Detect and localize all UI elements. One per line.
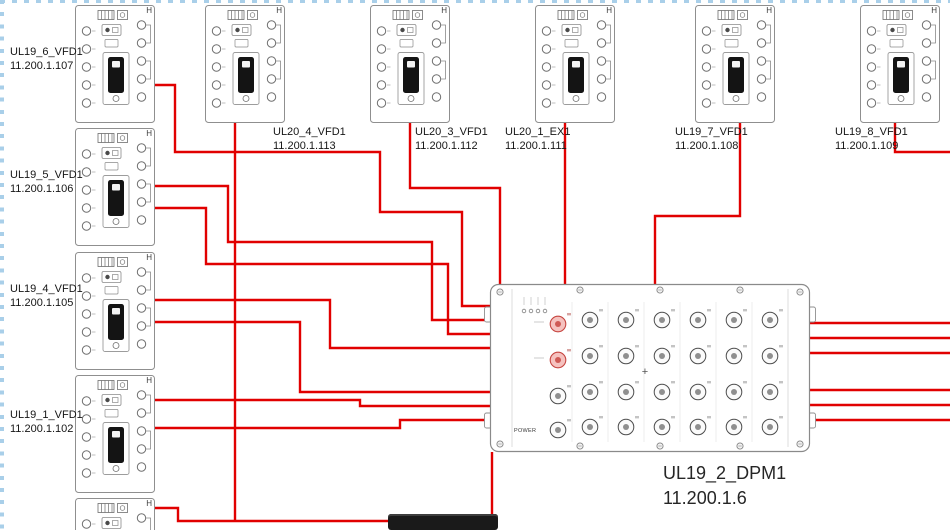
cable-ul19-4-a[interactable] xyxy=(155,298,490,350)
cable-ul19-1-b[interactable] xyxy=(155,418,490,430)
device-ul20-1-ex1[interactable]: H xyxy=(535,5,615,123)
device-header-letter: H xyxy=(606,6,612,15)
device-name: UL19_7_VFD1 xyxy=(675,126,748,138)
cable-ul19-1-a[interactable] xyxy=(155,398,490,408)
vfd-glyph xyxy=(860,5,940,123)
device-header-letter: H xyxy=(146,129,152,138)
device-ul19-5-vfd1[interactable]: H xyxy=(75,128,155,246)
device-label-ul19-4-vfd1: UL19_4_VFD1 11.200.1.105 xyxy=(10,283,83,310)
vfd-glyph xyxy=(75,375,155,493)
dpm-led-row xyxy=(521,297,548,314)
device-ip: 11.200.1.109 xyxy=(835,139,899,152)
device-header-letter: H xyxy=(766,6,772,15)
device-label-ul19-6-vfd1: UL19_6_VFD1 11.200.1.107 xyxy=(10,46,83,73)
dpm-name: UL19_2_DPM1 xyxy=(663,463,787,483)
device-name: UL19_5_VFD1 xyxy=(10,169,83,181)
device-ip: 11.200.1.107 xyxy=(10,59,74,72)
cable-ul19-4-b[interactable] xyxy=(155,320,490,394)
cable-ul19-7-to-dpm[interactable] xyxy=(653,122,742,284)
dpm-glyph: POWER xyxy=(484,283,816,453)
device-header-letter: H xyxy=(146,499,152,508)
vfd-glyph xyxy=(75,5,155,123)
device-ip: 11.200.1.105 xyxy=(10,296,74,309)
dpm-center-mark: + xyxy=(642,366,648,378)
device-ul19-7-vfd1[interactable]: H xyxy=(695,5,775,123)
device-ul19-6-vfd1[interactable]: H xyxy=(75,5,155,123)
device-name: UL20_1_EX1 xyxy=(505,126,571,138)
device-label-ul20-3-vfd1: UL20_3_VFD1 11.200.1.112 xyxy=(415,126,488,153)
device-ip: 11.200.1.111 xyxy=(505,139,567,152)
device-label-ul20-4-vfd1: UL20_4_VFD1 11.200.1.113 xyxy=(273,126,346,153)
device-label-ul19-1-vfd1: UL19_1_VFD1 11.200.1.102 xyxy=(10,409,83,436)
vfd-glyph xyxy=(205,5,285,123)
device-ul20-3-vfd1[interactable]: H xyxy=(370,5,450,123)
device-ul19-2-dpm1[interactable]: POWER xyxy=(484,280,816,456)
device-ip: 11.200.1.113 xyxy=(273,139,336,152)
device-header-letter: H xyxy=(146,6,152,15)
cable-ul20-3-to-dpm[interactable] xyxy=(408,122,502,284)
device-label-ul19-2-dpm1: UL19_2_DPM1 11.200.1.6 xyxy=(663,461,786,511)
device-ip: 11.200.1.106 xyxy=(10,182,74,195)
device-name: UL20_4_VFD1 xyxy=(273,126,346,138)
device-header-letter: H xyxy=(441,6,447,15)
vfd-glyph xyxy=(535,5,615,123)
cable-ul19-8-right[interactable] xyxy=(893,122,950,154)
cable-bottom-harness[interactable] xyxy=(155,506,388,523)
device-ul19-1-vfd1[interactable]: H xyxy=(75,375,155,493)
device-ip: 11.200.1.112 xyxy=(415,139,478,152)
device-header-letter: H xyxy=(931,6,937,15)
device-label-ul19-7-vfd1: UL19_7_VFD1 11.200.1.108 xyxy=(675,126,748,153)
device-label-ul19-8-vfd1: UL19_8_VFD1 11.200.1.109 xyxy=(835,126,908,153)
device-ul20-4-vfd1[interactable]: H xyxy=(205,5,285,123)
device-name: UL20_3_VFD1 xyxy=(415,126,488,138)
dpm-power-label: POWER xyxy=(514,428,536,434)
vfd-glyph xyxy=(695,5,775,123)
cable-ul19-6-to-dpm[interactable] xyxy=(155,83,490,308)
device-name: UL19_8_VFD1 xyxy=(835,126,908,138)
device-ip: 11.200.1.108 xyxy=(675,139,739,152)
vfd-glyph xyxy=(75,252,155,370)
device-header-letter: H xyxy=(146,376,152,385)
grid-ruler-top xyxy=(0,0,950,3)
device-name: UL19_1_VFD1 xyxy=(10,409,83,421)
device-name: UL19_6_VFD1 xyxy=(10,46,83,58)
device-ul19-4-vfd1[interactable]: H xyxy=(75,252,155,370)
device-header-letter: H xyxy=(276,6,282,15)
dpm-ip: 11.200.1.6 xyxy=(663,488,747,508)
device-ul19-8-vfd1[interactable]: H xyxy=(860,5,940,123)
vfd-glyph xyxy=(75,128,155,246)
partial-device-bottom-center[interactable] xyxy=(388,514,498,530)
grid-ruler-left xyxy=(0,0,4,530)
cable-ul19-5-a[interactable] xyxy=(155,184,490,322)
vfd-glyph xyxy=(370,5,450,123)
device-label-ul19-5-vfd1: UL19_5_VFD1 11.200.1.106 xyxy=(10,169,83,196)
dpm-left-ports xyxy=(534,312,572,439)
device-ip: 11.200.1.102 xyxy=(10,422,74,435)
vfd-glyph xyxy=(75,498,155,530)
device-header-letter: H xyxy=(146,253,152,262)
cable-ul19-5-b[interactable] xyxy=(155,206,490,336)
device-label-ul20-1-ex1: UL20_1_EX1 11.200.1.111 xyxy=(505,126,570,153)
dpm-column-separators xyxy=(571,302,753,442)
device-partial-bottom[interactable]: H xyxy=(75,498,155,530)
device-name: UL19_4_VFD1 xyxy=(10,283,83,295)
